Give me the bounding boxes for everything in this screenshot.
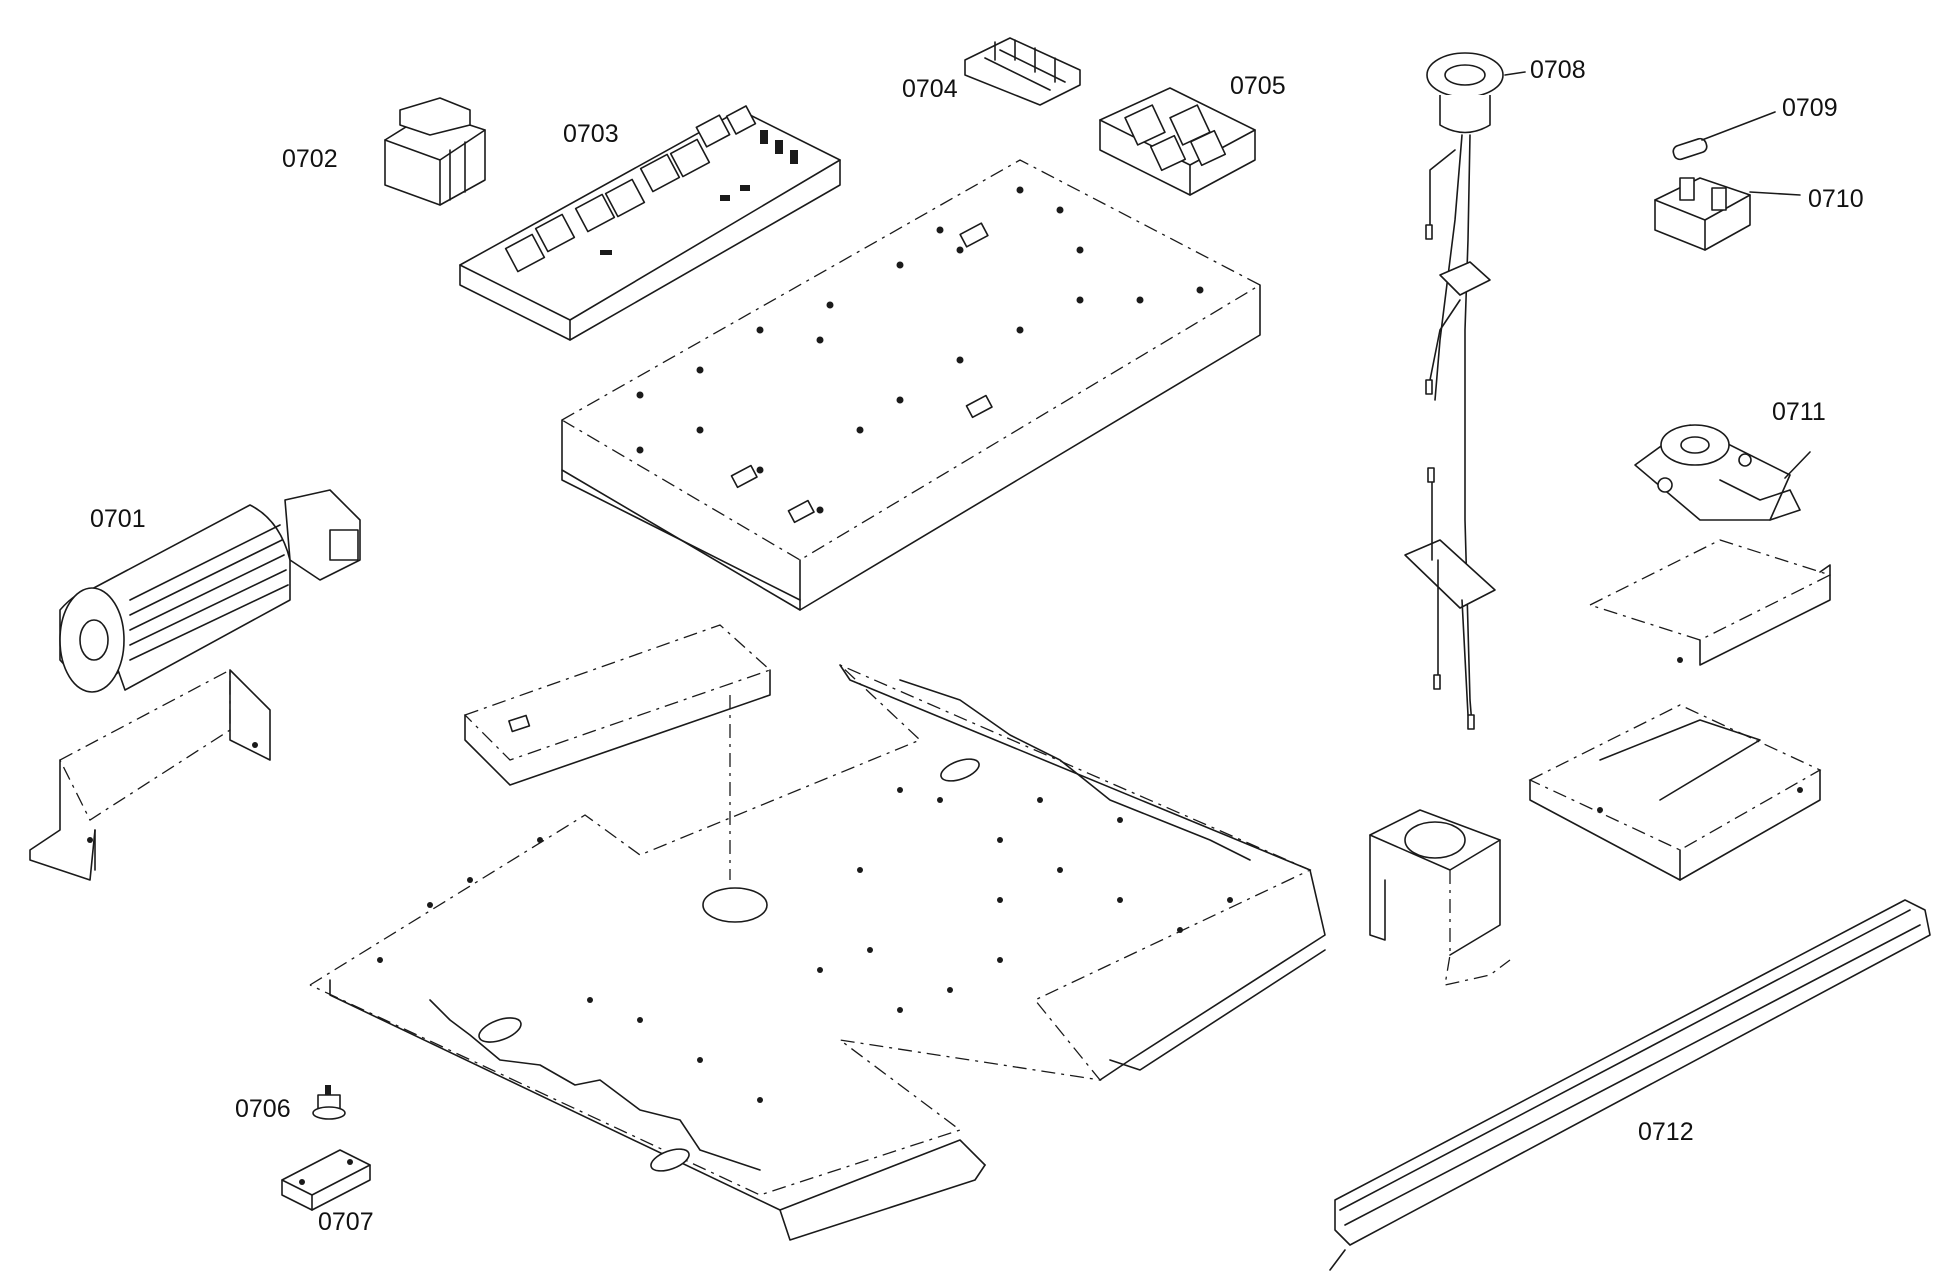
top-mounting-plate <box>560 159 1262 611</box>
part-label-0702: 0702 <box>282 145 338 173</box>
blower-fan-0701 <box>59 489 361 693</box>
latch-assembly-0711 <box>1634 424 1801 521</box>
part-label-0710: 0710 <box>1808 185 1864 213</box>
terminal-block-0704 <box>964 37 1081 106</box>
duct-bracket <box>1369 809 1511 986</box>
part-label-0701: 0701 <box>90 505 146 533</box>
fan-bracket <box>29 668 271 881</box>
thermostat-0706 <box>312 1085 346 1120</box>
part-label-0706: 0706 <box>235 1095 291 1123</box>
part-label-0708: 0708 <box>1530 56 1586 84</box>
wire-harness <box>1404 134 1496 730</box>
part-label-0712: 0712 <box>1638 1118 1694 1146</box>
fuse-0709 <box>1672 137 1708 161</box>
latch-plate <box>1588 539 1832 666</box>
part-label-0705: 0705 <box>1230 72 1286 100</box>
fuse-holder-0710 <box>1654 177 1751 251</box>
small-raised-bracket <box>463 624 772 880</box>
base-pan <box>309 664 1326 1241</box>
lower-bracket-tray <box>1528 704 1822 881</box>
control-board-0703 <box>459 105 841 341</box>
terminal-block-0705 <box>1099 87 1256 196</box>
thermostat-bracket-0707 <box>281 1149 371 1211</box>
part-label-0707: 0707 <box>318 1208 374 1236</box>
lamp-socket-0708 <box>1426 52 1504 134</box>
part-label-0709: 0709 <box>1782 94 1838 122</box>
rail-0712 <box>1329 899 1931 1271</box>
transformer-0702 <box>384 97 486 206</box>
part-label-0704: 0704 <box>902 75 958 103</box>
leader-lines <box>1504 71 1811 479</box>
part-label-0711: 0711 <box>1772 398 1826 426</box>
part-label-0703: 0703 <box>563 120 619 148</box>
